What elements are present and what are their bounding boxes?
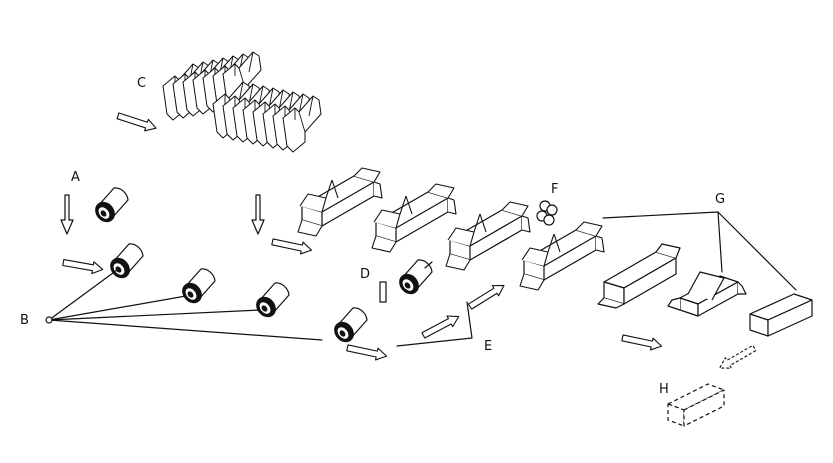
open-carton-4	[519, 221, 605, 291]
open-carton-2	[371, 183, 457, 253]
label-e: E	[484, 339, 492, 354]
dashed-arrow-h	[716, 342, 758, 374]
label-f: F	[551, 182, 558, 197]
label-h: H	[659, 382, 669, 397]
right-arrow-e3	[466, 279, 508, 313]
open-carton-3	[445, 201, 531, 271]
label-e-leaders	[396, 301, 473, 347]
label-a: A	[71, 170, 80, 185]
label-d: D	[360, 267, 370, 282]
down-arrow-a	[60, 194, 74, 235]
label-g: G	[715, 192, 725, 207]
tray-carton	[597, 243, 681, 309]
right-arrow-g	[620, 331, 664, 353]
down-arrow-c	[251, 194, 265, 235]
roll-stock-1	[90, 187, 129, 227]
closing-carton	[667, 271, 747, 317]
roll-inserted	[394, 259, 433, 299]
right-arrow-a	[61, 256, 105, 276]
dashed-carton-h	[667, 383, 725, 427]
roll-stock-3	[177, 268, 216, 308]
label-g-leaders	[602, 211, 797, 291]
closed-carton	[749, 293, 813, 337]
open-carton-1	[297, 167, 383, 237]
roll-stock-2	[105, 243, 144, 283]
label-c: C	[137, 76, 146, 91]
insert-card-d	[379, 281, 387, 303]
blank-sheet-stack	[162, 51, 322, 153]
right-arrow-e2	[419, 310, 463, 342]
right-arrow-c2	[270, 235, 314, 257]
point-b-leaders	[45, 269, 323, 341]
label-b: B	[20, 313, 29, 328]
roll-stock-4	[251, 282, 290, 322]
right-arrow-c	[115, 109, 159, 135]
right-arrow-e1	[345, 341, 389, 363]
roll-stock-5	[329, 307, 368, 347]
seal-rollers-f	[536, 200, 558, 226]
